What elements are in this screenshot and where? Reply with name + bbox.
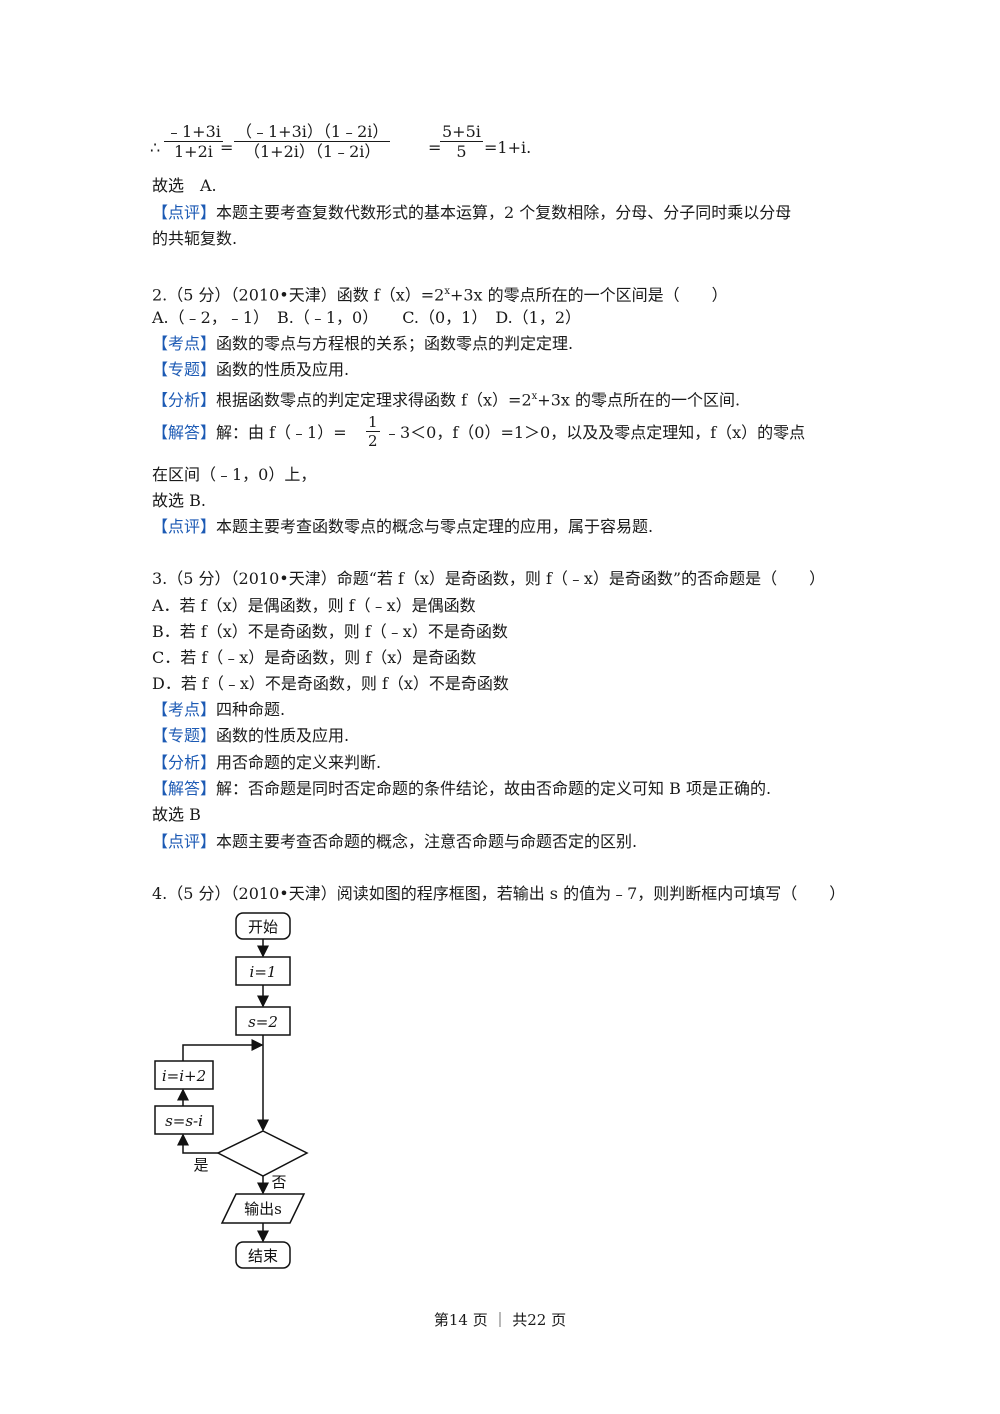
equation-result: =1+i. [484, 138, 532, 157]
q2-solution-cont: ﹣3＜0，f（0）=1＞0，以及及零点定理知，f（x）的零点 [384, 423, 806, 442]
fraction-2: （﹣1+3i）（1﹣2i） （1+2i）（1﹣2i） [234, 122, 391, 161]
flow-no-label: 否 [271, 1173, 286, 1191]
q1-review-line-2: 的共轭复数. [152, 229, 238, 248]
review-tag: 【点评】 [152, 517, 217, 536]
half-numerator: 1 [366, 413, 380, 432]
q3-answer: 故选 B [152, 805, 201, 824]
half-denominator: 2 [368, 432, 378, 450]
flow-end-label: 结束 [248, 1247, 278, 1265]
flow-end-node [235, 1241, 291, 1269]
q2-topic: 【专题】函数的性质及应用. [152, 360, 349, 380]
topic-tag: 【专题】 [152, 360, 217, 379]
flow-start-label: 开始 [248, 918, 278, 936]
q3-option-b: B．若 f（x）不是奇函数，则 f（﹣x）不是奇函数 [152, 622, 508, 641]
solution-tag: 【解答】 [152, 423, 217, 442]
fraction-1: ﹣1+3i 1+2i [164, 122, 223, 161]
solution-text: 解：由 f（﹣1）= [216, 423, 347, 442]
flow-output-label: 输出s [244, 1200, 282, 1218]
program-flowchart: 开始 i=1 s=2 i=i+2 s=s-i 是 否 输出s 结束 [154, 912, 309, 1269]
q1-review-line-1: 【点评】本题主要考查复数代数形式的基本运算，2 个复数相除，分母、分子同时乘以分… [152, 203, 791, 223]
q2-solution: 【解答】解：由 f（﹣1）= [152, 423, 347, 443]
fraction-1-numerator: ﹣1+3i [164, 122, 223, 142]
flow-yes-label: 是 [193, 1156, 208, 1174]
q2-stem-text: 2.（5 分）（2010•天津）函数 f（x）=2 [152, 285, 445, 305]
q2-solution-line-2: 在区间（﹣1，0）上， [152, 465, 317, 484]
review-text: 本题主要考查复数代数形式的基本运算，2 个复数相除，分母、分子同时乘以分母 [216, 203, 792, 222]
review-text: 本题主要考查否命题的概念，注意否命题与命题否定的区别. [216, 832, 638, 851]
review-tag: 【点评】 [152, 203, 217, 222]
analysis-tag: 【分析】 [152, 753, 217, 772]
fraction-2-denominator: （1+2i）（1﹣2i） [244, 142, 381, 161]
q2-options: A.（﹣2，﹣1） B.（﹣1，0） C.（0，1） D.（1，2） [152, 308, 582, 327]
flow-update-s-label: s=s-i [165, 1112, 203, 1130]
q1-answer: 故选 A. [152, 176, 217, 195]
q3-solution: 【解答】解：否命题是同时否定命题的条件结论，故由否命题的定义可知 B 项是正确的… [152, 779, 771, 799]
review-text: 本题主要考查函数零点的概念与零点定理的应用，属于容易题. [216, 517, 654, 536]
knowledge-tag: 【考点】 [152, 334, 217, 353]
analysis-exponent: x [531, 391, 538, 402]
q3-topic: 【专题】函数的性质及应用. [152, 726, 349, 746]
q4-stem: 4.（5 分）（2010•天津）阅读如图的程序框图，若输出 s 的值为﹣7，则判… [152, 884, 846, 903]
fraction-3-denominator: 5 [456, 142, 467, 161]
knowledge-tag: 【考点】 [152, 700, 217, 719]
analysis-text: 用否命题的定义来判断. [216, 753, 382, 772]
q3-option-d: D．若 f（﹣x）不是奇函数，则 f（x）不是奇函数 [152, 674, 509, 693]
fraction-1-denominator: 1+2i [174, 142, 213, 161]
knowledge-text: 函数的零点与方程根的关系；函数零点的判定定理. [216, 334, 574, 353]
q3-option-a: A．若 f（x）是偶函数，则 f（﹣x）是偶函数 [152, 596, 476, 615]
topic-text: 函数的性质及应用. [216, 360, 350, 379]
flow-init-s-label: s=2 [248, 1013, 278, 1031]
review-tag: 【点评】 [152, 832, 217, 851]
half-fraction: 1 2 [366, 413, 380, 450]
flow-update-s-node [154, 1105, 214, 1135]
therefore-symbol: ∴ [150, 138, 161, 157]
equals-sign: = [428, 138, 442, 157]
flow-inc-i-node [154, 1060, 214, 1090]
q2-stem-text-2: +3x 的零点所在的一个区间是（ ） [449, 285, 728, 305]
page-footer: 第14 页 ｜ 共22 页 [433, 1311, 567, 1329]
solution-tag: 【解答】 [152, 779, 217, 798]
q2-knowledge-point: 【考点】函数的零点与方程根的关系；函数零点的判定定理. [152, 334, 573, 354]
topic-tag: 【专题】 [152, 726, 217, 745]
analysis-text-2: +3x 的零点所在的一个区间. [537, 390, 741, 410]
flow-output-node [220, 1193, 306, 1224]
q3-knowledge-point: 【考点】四种命题. [152, 700, 285, 720]
analysis-tag: 【分析】 [152, 390, 217, 410]
q2-review: 【点评】本题主要考查函数零点的概念与零点定理的应用，属于容易题. [152, 517, 653, 537]
q3-review: 【点评】本题主要考查否命题的概念，注意否命题与命题否定的区别. [152, 832, 637, 852]
flow-inc-i-label: i=i+2 [162, 1067, 206, 1085]
q2-analysis: 【分析】根据函数零点的判定定理求得函数 f（x）=2x+3x 的零点所在的一个区… [152, 387, 740, 410]
flow-decision-node [216, 1130, 309, 1177]
equals-sign: = [220, 138, 234, 157]
q3-analysis: 【分析】用否命题的定义来判断. [152, 753, 381, 773]
analysis-text: 根据函数零点的判定定理求得函数 f（x）=2 [216, 390, 532, 410]
fraction-2-numerator: （﹣1+3i）（1﹣2i） [234, 122, 391, 142]
fraction-3: 5+5i 5 [440, 122, 483, 161]
q3-option-c: C．若 f（﹣x）是奇函数，则 f（x）是奇函数 [152, 648, 477, 667]
q3-stem: 3.（5 分）（2010•天津）命题“若 f（x）是奇函数，则 f（﹣x）是奇函… [152, 569, 826, 588]
fraction-3-numerator: 5+5i [440, 122, 483, 142]
q2-stem-exponent: x [444, 286, 450, 297]
knowledge-text: 四种命题. [216, 700, 286, 719]
solution-text: 解：否命题是同时否定命题的条件结论，故由否命题的定义可知 B 项是正确的. [216, 779, 772, 798]
q2-answer: 故选 B. [152, 491, 206, 510]
q2-stem: 2.（5 分）（2010•天津）函数 f（x）=2x+3x 的零点所在的一个区间… [152, 282, 728, 305]
flow-init-i-label: i=1 [250, 963, 277, 981]
topic-text: 函数的性质及应用. [216, 726, 350, 745]
